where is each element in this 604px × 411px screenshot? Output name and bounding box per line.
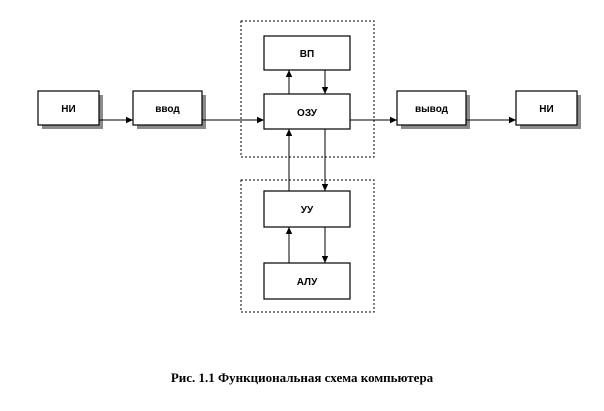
vyvod-node: вывод [396,90,470,129]
vvod-node: ввод [132,90,206,129]
ni-output-label: НИ [539,104,553,115]
ozu-node: ОЗУ [263,93,351,130]
memory-group-frame [240,20,375,158]
vp-label: ВП [300,49,314,60]
ozu-label: ОЗУ [297,108,318,119]
ni-input-label: НИ [61,104,75,115]
processor-group-frame [240,179,375,313]
uu-node: УУ [263,190,351,228]
alu-label: АЛУ [297,277,318,288]
uu-label: УУ [301,205,314,216]
ni-input-node: НИ [37,90,103,129]
vyvod-label: вывод [415,104,449,115]
ni-output-node: НИ [515,90,581,129]
figure-caption: Рис. 1.1 Функциональная схема компьютера [170,370,434,385]
alu-node: АЛУ [263,262,351,300]
vvod-label: ввод [155,104,180,115]
vp-node: ВП [263,35,351,71]
